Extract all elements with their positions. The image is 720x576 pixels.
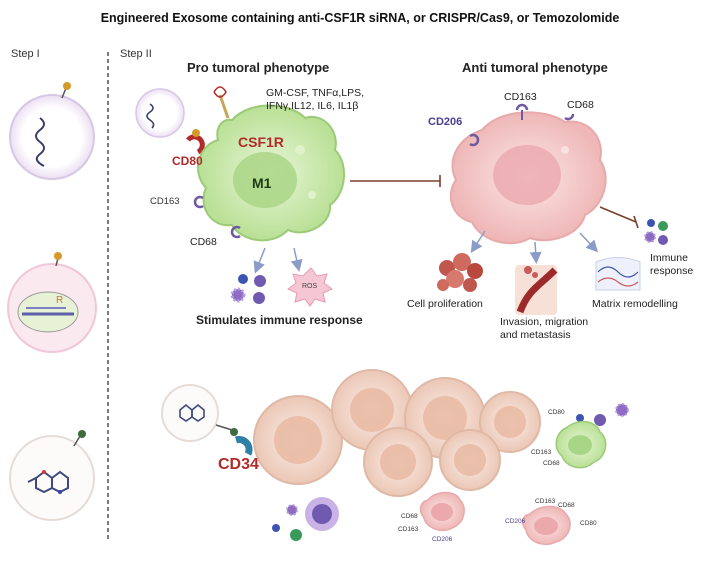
exosome-temozolomide-icon: [9, 430, 95, 521]
invasion-label-line-2: and metastasis: [500, 329, 571, 341]
csf1r-label: CSF1R: [238, 134, 284, 150]
pink-left-cd163-label: CD163: [398, 526, 419, 533]
pink-left-cd68-label: CD68: [401, 513, 418, 520]
anti-cd163-label: CD163: [504, 91, 537, 103]
invasion-label-line-1: Invasion, migration: [500, 316, 589, 328]
m1-label: M1: [252, 175, 272, 191]
exosome-binding-icon: [135, 88, 185, 138]
svg-text:R: R: [56, 295, 63, 306]
invasion-metastasis-icon: [515, 265, 558, 315]
tumor-cell-icon: [439, 429, 501, 491]
cd80-label: CD80: [172, 154, 203, 168]
exosome-sirna-icon: [9, 82, 95, 180]
anti-tumoral-heading: Anti tumoral phenotype: [462, 60, 608, 75]
anti-cd68-label: CD68: [567, 99, 594, 111]
step-2-label: Step II: [120, 48, 152, 60]
matrix-remodelling-icon: [595, 257, 641, 291]
matrix-remodelling-label: Matrix remodelling: [592, 298, 678, 310]
ros-burst-icon: [287, 267, 333, 307]
pink-right-cd206-label: CD206: [505, 518, 526, 525]
step-1-label: Step I: [11, 48, 40, 60]
diagram-title: Engineered Exosome containing anti-CSF1R…: [100, 11, 620, 25]
pink-right-cd80-label: CD80: [580, 520, 597, 527]
pro-tumoral-heading: Pro tumoral phenotype: [187, 60, 330, 75]
immune-response-line-2: response: [650, 265, 694, 277]
cell-proliferation-label: Cell proliferation: [407, 298, 483, 310]
m1-macrophage-icon: [197, 104, 346, 242]
pink-right-cd163-label: CD163: [535, 498, 556, 505]
cytokines-line-1: GM-CSF, TNFα,LPS,: [266, 87, 365, 99]
m2-macrophage-icon: [419, 491, 465, 532]
immune-cells-icon: [230, 274, 266, 304]
csf1r-receptor-icon: [218, 94, 230, 119]
cd163-label: CD163: [150, 196, 180, 207]
immune-cells-icon: [644, 219, 668, 245]
pink-left-cd206-label: CD206: [432, 536, 453, 543]
cytokines-line-2: IFNγ,IL12, IL6, IL1β: [266, 100, 359, 112]
cd68-label: CD68: [190, 236, 217, 248]
cell-proliferation-icon: [437, 253, 483, 292]
green-cell-cd80-label: CD80: [548, 409, 565, 416]
exosome-temozolomide-icon: [161, 384, 238, 442]
m1-macrophage-icon: [555, 420, 607, 469]
cd80-receptor-icon: [186, 134, 205, 155]
sirna-icon: [35, 117, 45, 167]
green-cell-cd163-label: CD163: [531, 449, 552, 456]
stimulates-immune-response-caption: Stimulates immune response: [196, 313, 363, 327]
cd34-label: CD34: [218, 456, 259, 473]
cd34-receptor-icon: [234, 436, 253, 456]
anti-cd206-label: CD206: [428, 116, 463, 128]
immune-response-line-1: Immune: [650, 252, 688, 264]
ros-label: ROS: [302, 283, 318, 290]
green-cell-cd68-label: CD68: [543, 460, 560, 467]
pink-right-cd68-label: CD68: [558, 502, 575, 509]
exosome-crispr-cas9-icon: R: [7, 252, 97, 353]
m2-macrophage-icon: [521, 505, 571, 546]
tumor-cell-icon: [363, 427, 433, 497]
tumor-cell-icon: [253, 395, 343, 485]
m2-macrophage-icon: [449, 111, 607, 245]
tumor-cell-icon: [479, 391, 541, 453]
